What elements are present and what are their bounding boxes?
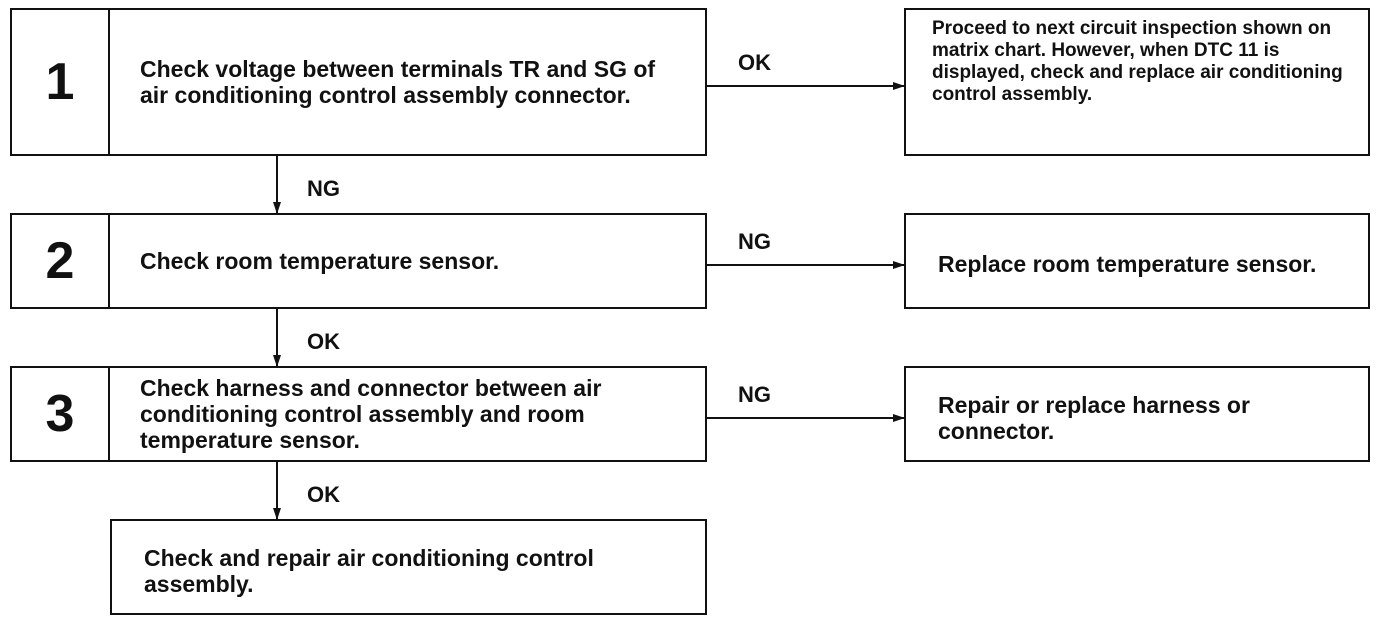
result-2-text: Replace room temperature sensor. [938, 251, 1317, 277]
result-1-box: Proceed to next circuit inspection shown… [904, 8, 1370, 156]
final-text: Check and repair air conditioning contro… [144, 545, 594, 597]
step-1-text: Check voltage between terminals TR and S… [140, 56, 656, 108]
step-2-number: 2 [12, 215, 110, 307]
label-step1-ok: OK [738, 50, 771, 75]
step-2-box: 2 Check room temperature sensor. [10, 213, 707, 309]
label-step3-ng: NG [738, 382, 771, 407]
step-3-box: 3 Check harness and connector between ai… [10, 366, 707, 462]
label-step2-ng: NG [738, 229, 771, 254]
result-3-text: Repair or replace harness or connector. [938, 392, 1250, 444]
step-2-text: Check room temperature sensor. [140, 248, 500, 274]
step-1-box: 1 Check voltage between terminals TR and… [10, 8, 707, 156]
label-step1-ng: NG [307, 176, 340, 201]
result-1-text: Proceed to next circuit inspection shown… [932, 18, 1343, 105]
step-3-text: Check harness and connector between air … [140, 375, 602, 453]
result-2-box: Replace room temperature sensor. [904, 213, 1370, 309]
step-3-number: 3 [12, 368, 110, 460]
label-step2-ok: OK [307, 329, 340, 354]
result-3-box: Repair or replace harness or connector. [904, 366, 1370, 462]
label-step3-ok: OK [307, 482, 340, 507]
step-1-number: 1 [12, 10, 110, 154]
final-box: Check and repair air conditioning contro… [110, 519, 707, 615]
